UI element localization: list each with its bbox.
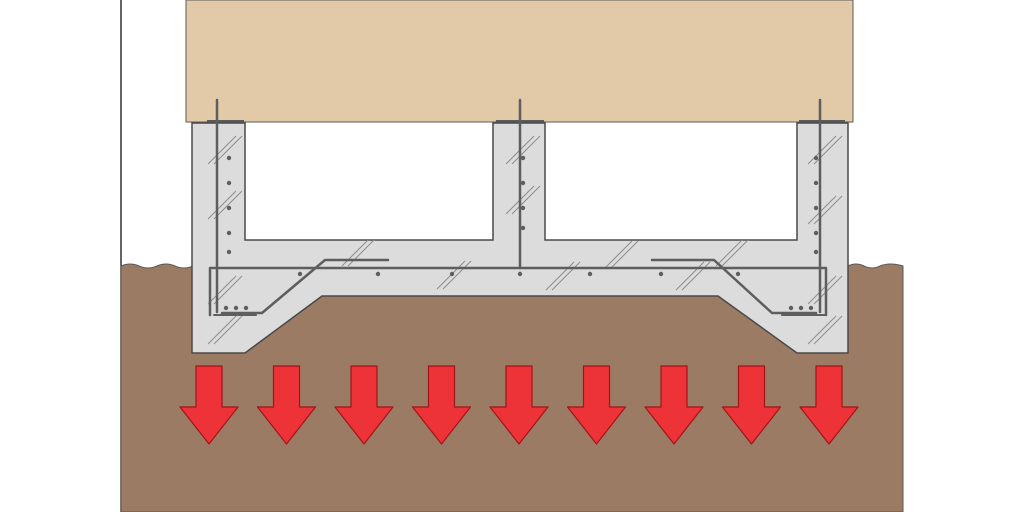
soil-pressure-arrows bbox=[179, 365, 859, 445]
rebar-dot bbox=[808, 305, 814, 311]
rebar-dot bbox=[226, 230, 232, 236]
arrow-down-icon bbox=[256, 365, 317, 445]
arrow-down-icon bbox=[566, 365, 627, 445]
bent-bar-left bbox=[220, 258, 390, 315]
rebar-dot bbox=[517, 271, 523, 277]
hatch-mark bbox=[807, 315, 837, 345]
rebar-dot bbox=[520, 180, 526, 186]
hatch-mark bbox=[807, 275, 837, 305]
arrow-down-icon bbox=[489, 365, 549, 445]
hatch-mark bbox=[511, 185, 541, 215]
hatch-mark bbox=[721, 237, 751, 267]
rebar-dot bbox=[226, 180, 232, 186]
rebar-dot bbox=[226, 249, 232, 255]
hatch-mark bbox=[213, 190, 243, 220]
rebar-dots bbox=[223, 155, 819, 311]
hatch-mark bbox=[207, 275, 237, 305]
arrow-down-icon bbox=[644, 365, 704, 445]
rebar-dot bbox=[813, 249, 819, 255]
rebar-dot bbox=[520, 155, 526, 161]
rebar-dot bbox=[813, 155, 819, 161]
hatch-mark bbox=[807, 135, 837, 165]
rebar-dot bbox=[587, 271, 593, 277]
hatch-mark bbox=[609, 240, 639, 270]
hatch-mark bbox=[813, 135, 843, 165]
hatch-mark bbox=[213, 135, 243, 165]
hatch-mark bbox=[511, 135, 541, 165]
bent-bar-right bbox=[650, 258, 818, 315]
hatch-mark bbox=[813, 195, 843, 225]
rebar-dot bbox=[735, 271, 741, 277]
hatch-mark bbox=[813, 315, 843, 345]
hatch-mark bbox=[681, 261, 711, 291]
hatch-mark bbox=[545, 261, 575, 291]
rebar-dot bbox=[520, 225, 526, 231]
hatch-mark bbox=[442, 260, 472, 290]
rebar-dot bbox=[226, 205, 232, 211]
rebar-dot bbox=[297, 271, 303, 277]
rebar-dot bbox=[520, 205, 526, 211]
rebar-dot bbox=[243, 305, 249, 311]
rebar-dot bbox=[658, 271, 664, 277]
rebar-dot bbox=[226, 155, 232, 161]
concrete-hatching bbox=[207, 135, 843, 345]
arrow-down-icon bbox=[179, 365, 239, 445]
arrow-down-icon bbox=[799, 365, 859, 445]
hatch-mark bbox=[813, 275, 843, 305]
hatch-mark bbox=[675, 261, 705, 291]
hatch-mark bbox=[207, 315, 237, 345]
hatch-mark bbox=[347, 237, 377, 267]
hatch-mark bbox=[207, 135, 237, 165]
rebar-dot bbox=[798, 305, 804, 311]
rebar-dot bbox=[449, 271, 455, 277]
arrow-down-icon bbox=[334, 365, 394, 445]
rebar-dot bbox=[788, 305, 794, 311]
hatch-mark bbox=[213, 275, 243, 305]
rebar-dot bbox=[375, 271, 381, 277]
rebar-dot bbox=[813, 205, 819, 211]
rebar-dot bbox=[223, 305, 229, 311]
rebar-dot bbox=[813, 180, 819, 186]
rebar-reinforcement bbox=[208, 98, 828, 317]
hatch-mark bbox=[207, 190, 237, 220]
main-slab-bar bbox=[208, 266, 828, 317]
hatch-mark bbox=[213, 315, 243, 345]
rebar-dot bbox=[233, 305, 239, 311]
hatch-mark bbox=[341, 237, 371, 267]
hatch-mark bbox=[603, 240, 633, 270]
arrow-down-icon bbox=[721, 365, 782, 445]
hatch-mark bbox=[551, 261, 581, 291]
rebar-dot bbox=[813, 230, 819, 236]
hatch-mark bbox=[715, 237, 745, 267]
arrow-down-icon bbox=[411, 365, 472, 445]
hatch-mark bbox=[807, 195, 837, 225]
